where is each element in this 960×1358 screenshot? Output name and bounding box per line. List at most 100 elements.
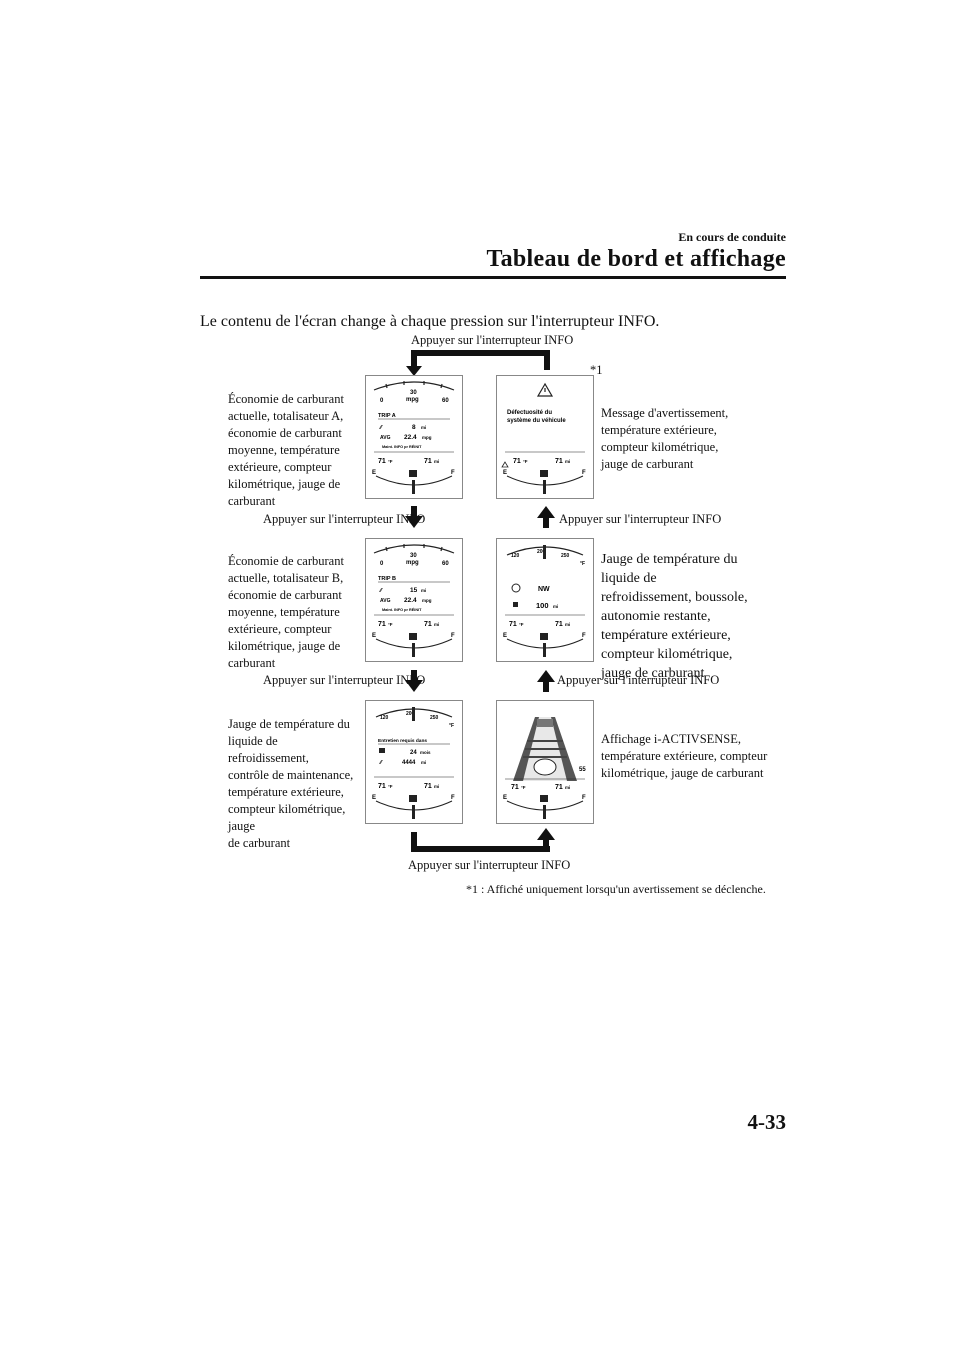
trip-a-avg-label: AVG <box>380 435 391 441</box>
maint-distance: 4444 <box>402 760 416 766</box>
svg-text:⁄⁄: ⁄⁄ <box>378 760 383 766</box>
screen-maintenance: 120 200 250 °F Entretien requis dans 24 … <box>365 700 463 824</box>
trip-a-scale-max: 60 <box>442 398 449 404</box>
page-number: 4-33 <box>747 1110 787 1134</box>
press-label-4: Appuyer sur l'interrupteur INFO <box>557 673 720 687</box>
trip-a-value: 8 <box>412 424 416 431</box>
trip-b-unit: mpg <box>406 560 419 566</box>
coolant-temp: 71 <box>509 621 517 628</box>
warning-fuel-e: E <box>503 470 507 476</box>
maint-months: 24 <box>410 750 417 756</box>
trip-b-temp: 71 <box>378 621 386 628</box>
warning-fuel-f: F <box>582 470 586 476</box>
maint-odo-unit: mi <box>434 784 439 789</box>
trip-a-fuel-e: E <box>372 470 376 476</box>
activsense-fuel-e: E <box>503 795 507 801</box>
header-rule <box>200 276 786 279</box>
screen-trip-b: 0 30 60 mpg TRIP B ⁄⁄ 15 mi AVG 22.4 mpg… <box>365 538 463 662</box>
coolant-t-mid: 200 <box>537 549 546 555</box>
compass-icon <box>511 583 521 593</box>
trip-b-scale-mid: 30 <box>410 553 417 559</box>
coolant-t-unit: °F <box>580 561 585 567</box>
lead-car-icon <box>537 719 553 727</box>
trip-b-label: TRIP B <box>378 576 396 582</box>
coolant-odo-unit: mi <box>565 622 570 627</box>
coolant-t-low: 120 <box>511 553 520 559</box>
maint-title: Entretien requis dans <box>378 738 427 744</box>
trip-a-unit: mpg <box>406 397 419 403</box>
trip-b-value: 15 <box>410 587 418 594</box>
trip-b-odo-unit: mi <box>434 622 439 627</box>
maint-fuel-f: F <box>451 795 455 801</box>
maint-temp: 71 <box>378 783 386 790</box>
warning-odo-unit: mi <box>565 459 570 464</box>
desc-warning: Message d'avertissement,température exté… <box>601 406 729 471</box>
trip-b-fuel-f: F <box>451 633 455 639</box>
maint-t-unit: °F <box>449 723 454 729</box>
warning-small-icon <box>501 461 509 468</box>
trip-a-avg-value: 22.4 <box>404 434 417 441</box>
coolant-temp-unit: °F <box>519 622 524 627</box>
intro-text: Le contenu de l'écran change à chaque pr… <box>200 313 660 330</box>
maint-t-low: 120 <box>380 715 389 721</box>
screen-coolant-compass: 120 200 250 °F NW 100 mi 71 °F 71 mi E F <box>496 538 594 662</box>
screen-warning: Défectuosité du système du véhicule 71 °… <box>496 375 594 499</box>
maint-t-high: 250 <box>430 715 439 721</box>
trip-a-scale-mid: 30 <box>410 390 417 396</box>
warning-line1: Défectuosité du <box>507 410 552 416</box>
activsense-temp: 71 <box>511 784 519 791</box>
trip-b-avg-unit: mpg <box>422 598 432 603</box>
warning-icon <box>536 382 554 397</box>
press-label-bottom: Appuyer sur l'interrupteur INFO <box>408 858 571 872</box>
coolant-odo: 71 <box>555 621 563 628</box>
warning-temp-unit: °F <box>523 459 528 464</box>
maint-temp-unit: °F <box>388 784 393 789</box>
coolant-fuel-e: E <box>503 633 507 639</box>
maint-months-unit: mois <box>420 750 431 755</box>
trip-b-value-unit: mi <box>421 588 426 593</box>
coolant-t-high: 250 <box>561 553 570 559</box>
maint-odo: 71 <box>424 783 432 790</box>
trip-a-label: TRIP A <box>378 413 396 419</box>
trip-a-avg-unit: mpg <box>422 435 432 440</box>
trip-a-scale-min: 0 <box>380 398 384 404</box>
press-label-2: Appuyer sur l'interrupteur INFO <box>559 512 722 526</box>
press-label-3: Appuyer sur l'interrupteur INFO <box>263 673 426 687</box>
warning-odo: 71 <box>555 458 563 465</box>
coolant-range: 100 <box>536 601 549 610</box>
trip-a-odo: 71 <box>424 458 432 465</box>
activsense-fuel-f: F <box>582 795 586 801</box>
warning-line2: système du véhicule <box>507 418 566 424</box>
activsense-speed: 55 <box>579 767 586 773</box>
press-label-1: Appuyer sur l'interrupteur INFO <box>263 512 426 526</box>
footnote: *1 : Affiché uniquement lorsqu'un averti… <box>466 882 766 896</box>
trip-a-fuel-f: F <box>451 470 455 476</box>
svg-text:⁄⁄: ⁄⁄ <box>378 588 383 594</box>
screen-activsense: 55 71 °F 71 mi E F <box>496 700 594 824</box>
screen-trip-a: 0 30 60 mpg TRIP A ⁄⁄ 8 mi AVG 22.4 mpg … <box>365 375 463 499</box>
trip-b-reset-hint: Maint. INFO pr RÉINIT <box>382 607 422 612</box>
maint-distance-unit: mi <box>421 760 426 765</box>
trip-a-temp-unit: °F <box>388 459 393 464</box>
trip-b-scale-min: 0 <box>380 561 384 567</box>
desc-activsense: Affichage i-ACTIVSENSE,température extér… <box>601 732 768 780</box>
warning-temp: 71 <box>513 458 521 465</box>
trip-b-odo: 71 <box>424 621 432 628</box>
svg-text:⁄⁄: ⁄⁄ <box>378 425 383 431</box>
activsense-odo-unit: mi <box>565 785 570 790</box>
trip-b-temp-unit: °F <box>388 622 393 627</box>
trip-a-value-unit: mi <box>421 425 426 430</box>
coolant-range-unit: mi <box>553 604 558 609</box>
coolant-fuel-f: F <box>582 633 586 639</box>
section-title: En cours de conduite <box>678 230 786 244</box>
trip-b-fuel-e: E <box>372 633 376 639</box>
maint-fuel-e: E <box>372 795 376 801</box>
own-car-icon <box>533 758 557 776</box>
maint-t-mid: 200 <box>406 711 415 717</box>
footnote-marker: *1 <box>590 363 603 377</box>
trip-a-odo-unit: mi <box>434 459 439 464</box>
